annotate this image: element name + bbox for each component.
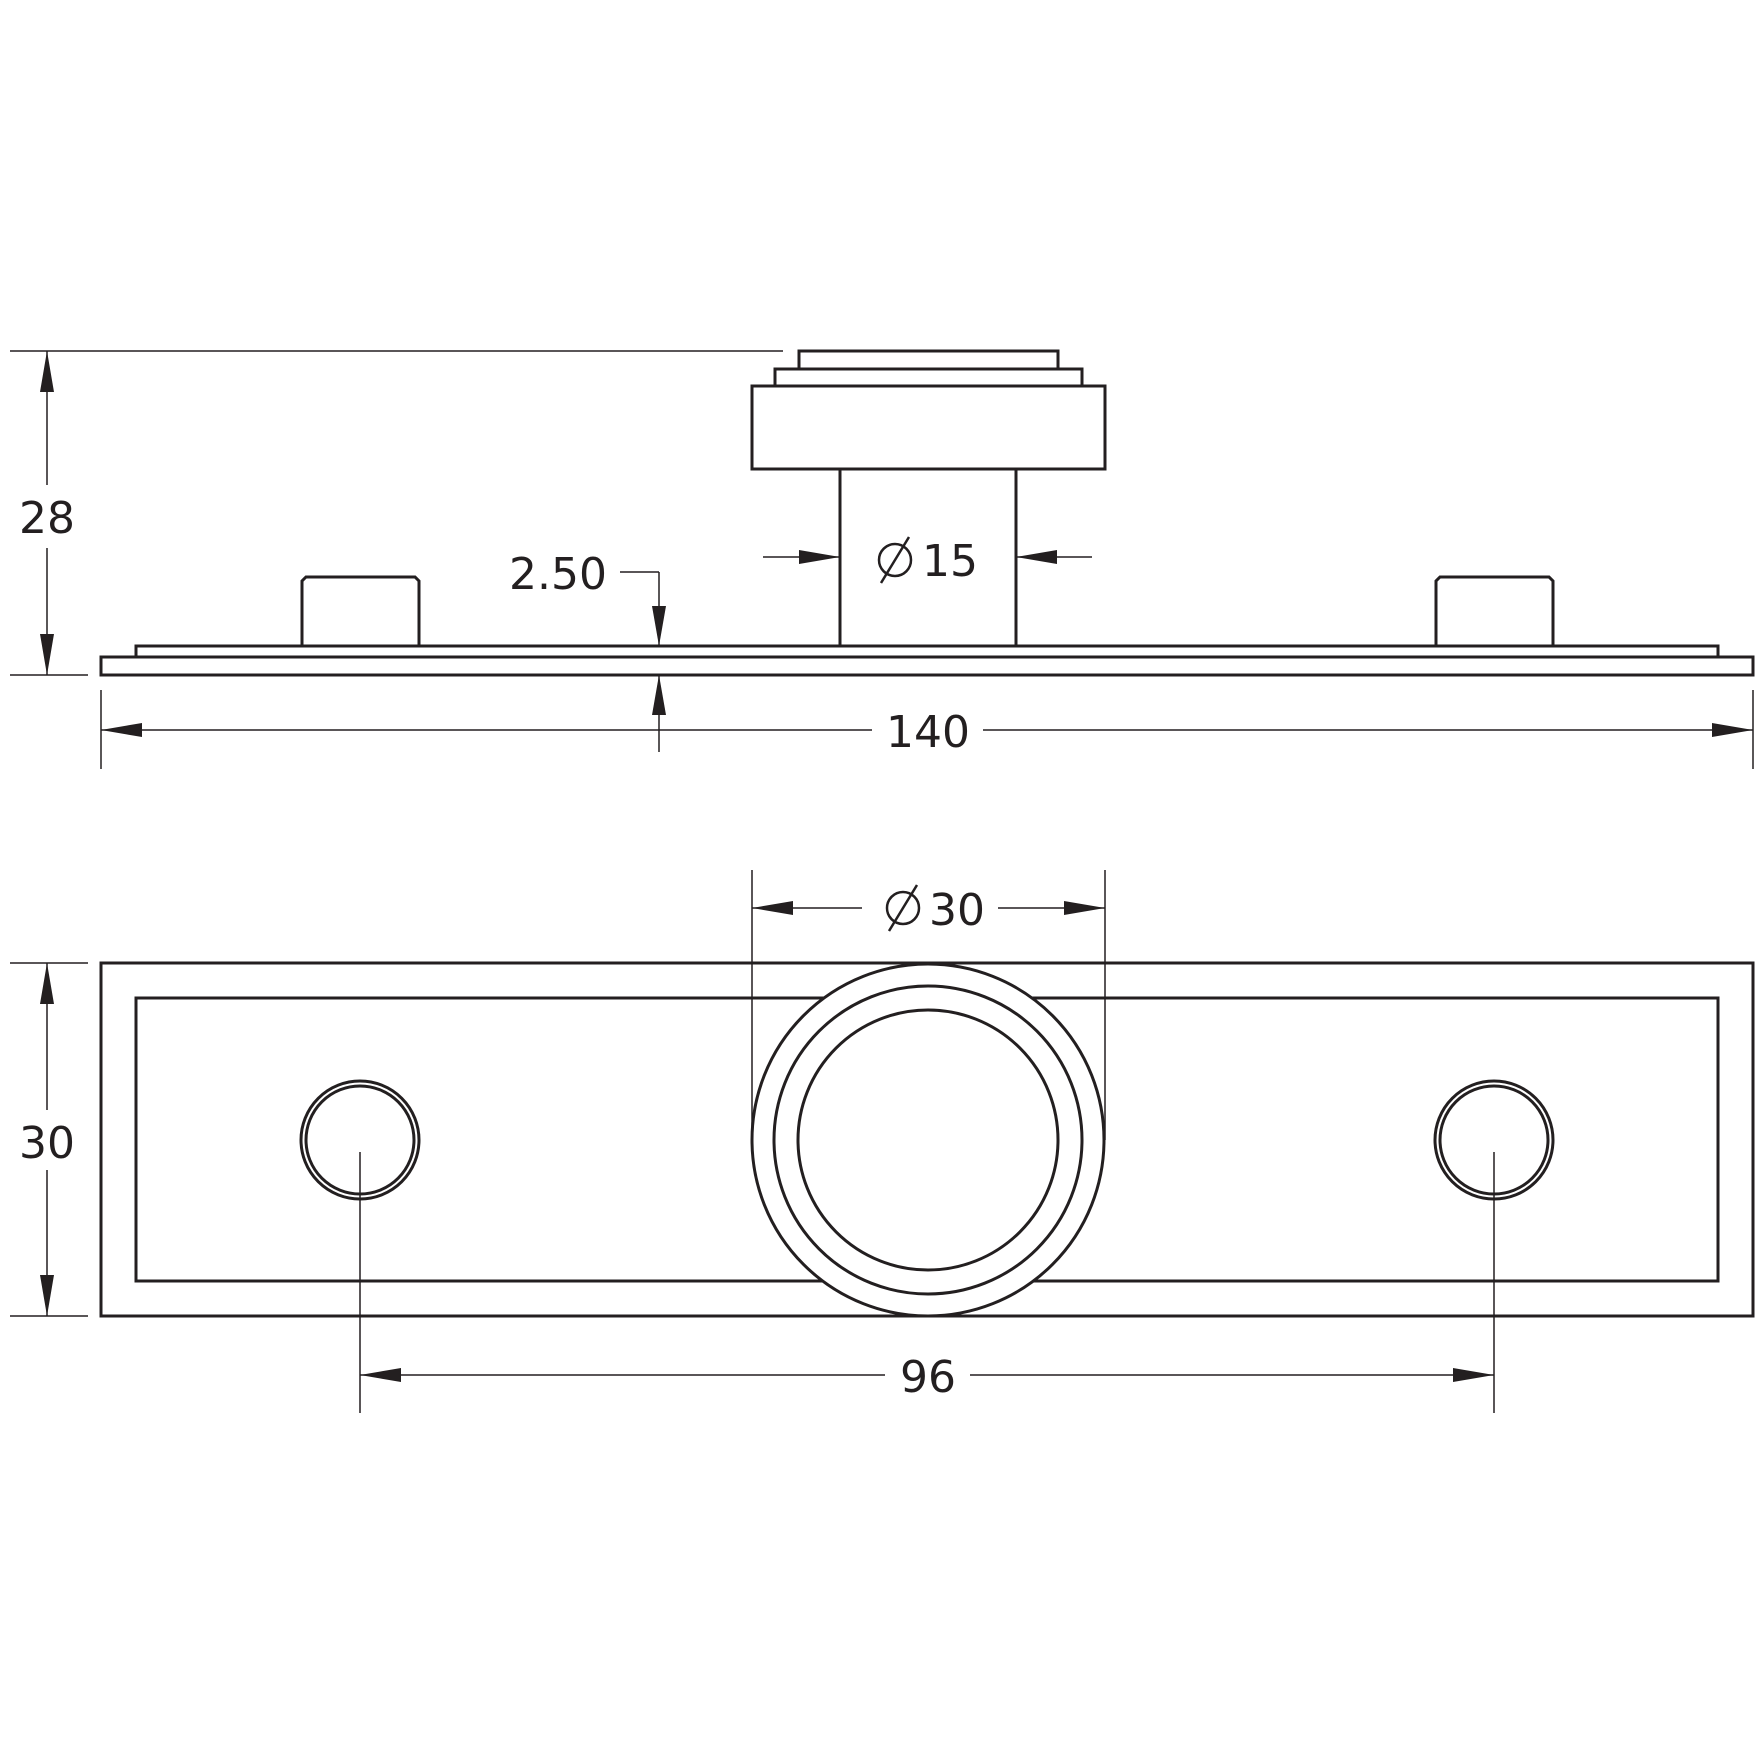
cap-top: [797, 349, 1060, 371]
diameter-symbol: [877, 535, 913, 585]
cap-circle-middle: [772, 984, 1084, 1296]
top-plate: [134, 644, 1720, 659]
dim-cap-diameter-30: 30: [929, 885, 985, 936]
dim-length-140: 140: [886, 707, 970, 758]
base-plate: [99, 655, 1755, 677]
dim-height-28: 28: [19, 493, 75, 544]
screw-head-left: [300, 575, 421, 646]
screw-head-right: [1434, 575, 1555, 646]
dim-thickness-2-50: 2.50: [509, 549, 607, 600]
cap-circle-outer: [750, 962, 1106, 1318]
cap-ring: [773, 367, 1084, 388]
dim-width-30: 30: [19, 1118, 75, 1169]
side-view: 28 2.50 15 140: [10, 349, 1755, 769]
diameter-symbol: [885, 883, 921, 933]
dim-centers-96: 96: [900, 1352, 956, 1403]
dim-stem-diameter-15: 15: [922, 536, 978, 587]
top-view: 30 30 96: [10, 870, 1755, 1413]
cap-circle-inner: [796, 1008, 1060, 1272]
cap: [750, 384, 1107, 471]
